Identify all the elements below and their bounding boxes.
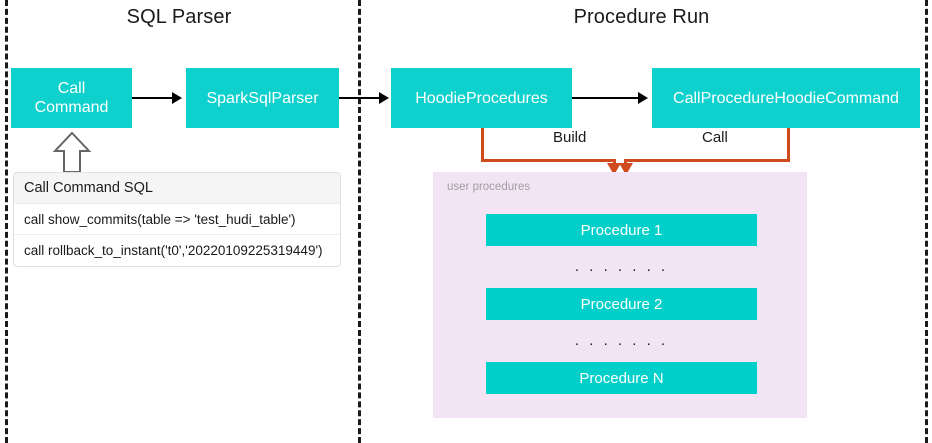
node-hoodie-procedures[interactable]: HoodieProcedures [391,68,572,128]
section-title-sql-parser: SQL Parser [126,6,232,28]
arrow-head-icon [172,92,182,104]
user-procedures-label: user procedures [447,181,531,193]
edge-label-build: Build [548,129,592,146]
section-title-procedure-run: Procedure Run [573,6,710,28]
procedure-item[interactable]: Procedure N [486,362,757,394]
call-connector-horizontal [624,159,790,162]
procedure-ellipsis: . . . . . . . [574,331,669,349]
dashed-separator-right [925,0,928,443]
procedure-item[interactable]: Procedure 1 [486,214,757,246]
sql-table-row: call rollback_to_instant('t0','202201092… [24,243,323,258]
user-procedures-panel: user procedures Procedure 1 . . . . . . … [433,172,807,418]
build-connector-vertical [481,128,484,162]
build-connector-horizontal [481,159,616,162]
procedure-ellipsis: . . . . . . . [574,257,669,275]
procedure-item[interactable]: Procedure 2 [486,288,757,320]
dashed-separator-middle [358,0,361,443]
arrow-parser-to-hoodie-procedures [339,97,381,99]
node-call-command[interactable]: Call Command [11,68,132,128]
arrow-head-icon [638,92,648,104]
call-connector-vertical [787,128,790,162]
arrow-head-icon [379,92,389,104]
hollow-up-arrow-icon [52,131,92,173]
arrow-hoodie-procedures-to-command [572,97,640,99]
dashed-separator-left [5,0,8,443]
edge-label-call: Call [697,129,733,146]
node-call-procedure-hoodie-command[interactable]: CallProcedureHoodieCommand [652,68,920,128]
call-command-sql-table: Call Command SQL call show_commits(table… [13,172,341,267]
sql-table-header: Call Command SQL [14,173,340,204]
arrow-call-command-to-parser [132,97,174,99]
sql-table-row: call show_commits(table => 'test_hudi_ta… [14,204,340,235]
node-spark-sql-parser[interactable]: SparkSqlParser [186,68,339,128]
